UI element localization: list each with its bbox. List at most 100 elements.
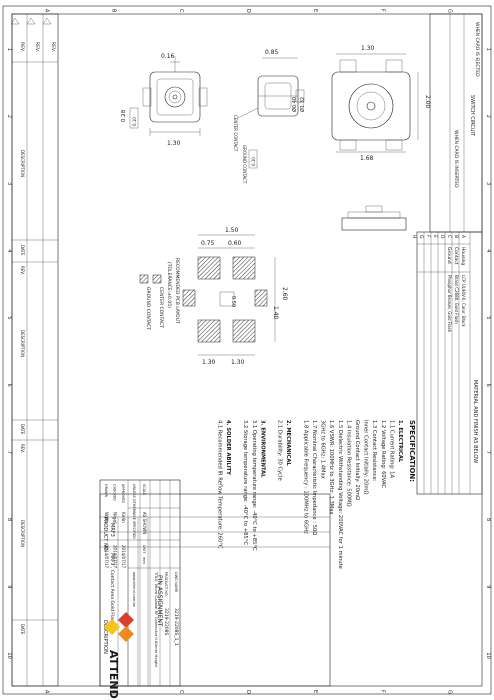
dim-130-c: 1.30 [202,359,216,366]
legend-center-label: CENTER CONTACT [158,287,164,328]
spec-line: 1.3 Contact Resistance: [371,420,377,482]
rev-desc-header: DESCRIPTION [20,150,25,177]
material-letter: A [460,235,466,239]
product-value: 3219-2208S [163,608,169,636]
unit-label: UNIT [142,545,146,554]
company-url: www.attend.com.tw [132,572,136,607]
zone-letter: F [379,690,385,693]
rev-desc-header-3: DESCRIPTION [20,520,25,547]
zone-number: 7 [6,451,12,454]
spec-line: 2. MECHANICAL [285,420,291,466]
zone-number: 1 [485,48,491,51]
zone-letter: F [379,9,385,12]
zone-number: 7 [485,451,491,454]
zone-letter: C [178,9,184,13]
spec-line: 1.7 Nominal Characteristic Impedance : 5… [311,420,317,535]
zone-letter: B [111,9,117,13]
title-block: UNLESS OTHERWISE SPECIFIED SCALE AS SHOW… [99,479,181,699]
material-spec: Brass C2680, Gold Flash [454,275,459,324]
zone-number: 8 [6,518,12,521]
zone-letter: G [446,690,452,694]
material-table: MATERIAL AND FINISH AS BELOW AHousingLCP… [411,231,483,495]
material-letter: B [453,235,459,238]
dim-dia-132: Ø1.32 [299,97,306,112]
dim-130-a: 1.30 [167,140,181,147]
spec-line: 4. SOLDER ABILITY [225,420,231,475]
scale-label: SCALE [142,484,146,495]
material-part: Housing [460,247,466,265]
rev-date-header-3: DATE [20,624,25,635]
product-no-header: PRODUCT NO. [102,517,108,553]
zone-letter: G [446,9,452,13]
dim-dia-040: Ø0.40 [291,97,298,112]
zone-number: 3 [485,182,491,185]
legend-center-swatch [152,274,162,284]
spec-line: 1. ELECTRICAL [397,420,403,463]
material-part: Ground [446,247,452,264]
zone-letter: D [245,9,251,13]
zone-number: 6 [6,384,12,387]
inner-frame [11,13,483,687]
spec-line: 1.5 Dielectric Withstanding Voltage: 200… [337,420,343,569]
switch-inserted-label: WHEN CARD IS INSERTED [453,130,459,188]
spec-line: 1.1 Current Rating: 1A [388,420,394,478]
rev-header-2: REV. [20,266,25,275]
title-label: TITLE [154,571,158,581]
rev-triangle-icon [26,17,36,25]
attend-logo [104,612,134,642]
dim-140: 1.40 [272,306,279,320]
zone-number: 3 [6,182,12,185]
legend-ground-label: GROUND CONTACT [145,287,151,330]
role-label: DRAWN [104,484,108,498]
description-header: DESCRIPTION [102,620,108,654]
person-name: Kelin [120,512,126,523]
pin-description: MRF3 , Contact Area Gold Flash [109,553,115,624]
spec-line: 3GHz to 6GHz: 1.4Max [320,420,326,479]
person-date: 2014/07/17 [113,545,118,569]
spec-line: 3. ENVIRONMENTAL [259,420,265,478]
company-name: ATTEND [107,650,120,699]
person-name: Willis [103,512,109,524]
ground-pad [232,319,256,343]
dwg-name-label: DWG NAME [174,572,178,592]
logo-diamond-icon [118,612,134,628]
ground-pad [197,319,221,343]
ground-pad [232,256,256,280]
zone-number: 2 [485,115,491,118]
revision-block: REV. REV. REV. DESCRIPTION DATE REV. DES… [10,13,59,687]
zone-number: 8 [485,518,491,521]
gdt-frame [129,107,139,129]
dim-150: 1.50 [225,227,239,234]
dim-130-d: 1.30 [231,359,245,366]
person-date: 2014/07/17 [121,545,126,569]
spec-line: 4.1 Recommended IR Reflow Temperature: 2… [216,420,222,549]
logo-diamond-icon [118,626,134,642]
rev-triangle-icon [42,17,52,25]
material-letter: D [439,235,445,239]
rev-desc-header-2: DESCRIPTION [20,330,25,357]
zone-number: 4 [485,249,491,252]
material-letter: E [432,235,438,238]
switch-circuit-title: SWITCH CIRCUIT [469,95,475,137]
drawing-number: 3219-2208S_1_1 [173,608,179,646]
pin-product-no: MRF3 [109,523,115,537]
spec-line: 2.1 Durability: 30 Cycle [277,420,283,481]
rev-header-3: REV. [20,444,25,453]
switch-circuit-block: SWITCH CIRCUIT WHEN CARD IS EJECTED WHEN… [429,13,483,233]
rev-date-header: DATE [20,245,25,256]
right-view-drawing: 1.30 1.68 2.00 [331,45,431,231]
pcb-tolerance-label: (TOLERANCE:±0.05) [166,262,172,308]
zone-letter: A [44,690,50,694]
gdt-value-2: 0.10 [251,157,256,166]
gdt-value: 0.10 [132,117,137,126]
zone-number: 5 [6,316,12,319]
ground-contact-label: GROUND CONTACT [242,145,247,184]
pcb-layout-label: RECOMMENDED PCB LAYOUT [174,258,180,324]
person-name: Nigel [112,512,118,524]
role-label: APPROVED [121,484,125,503]
spec-line: 1.6 VSWR: 100MHz to 3GHz: 1.3Max [328,420,334,515]
center-pad [254,289,268,307]
dim-028: 0.28 [121,109,127,122]
